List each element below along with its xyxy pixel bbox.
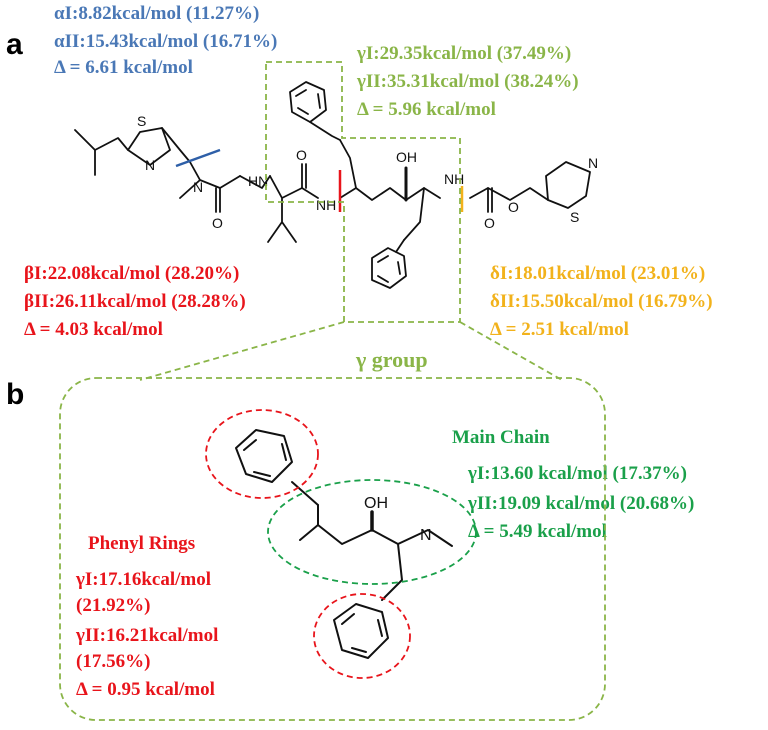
- beta-label-ii: βII:26.11kcal/mol (28.28%): [24, 291, 246, 312]
- atom-n-urea: N: [193, 179, 203, 195]
- b-main-chain: [299, 504, 453, 547]
- atom-n-thiazole-right: N: [588, 155, 598, 171]
- lower-phenyl-highlight: [313, 593, 411, 679]
- b-upper-phenyl-ring: [235, 429, 293, 483]
- phenyl-rings-label-i: γI:17.16kcal/mol: [76, 569, 212, 590]
- beta-label-delta: Δ = 4.03 kcal/mol: [24, 319, 163, 340]
- b-atom-oh: OH: [364, 495, 388, 512]
- valine-bonds: [267, 163, 307, 243]
- atom-nh-carbamate: NH: [444, 171, 464, 187]
- alpha-cut-marker: [175, 148, 221, 168]
- delta-label-i: δI:18.01kcal/mol (23.01%): [490, 263, 706, 284]
- gamma-label-ii: γII:35.31kcal/mol (38.24%): [357, 71, 579, 92]
- panel-b-label: b: [6, 378, 25, 411]
- atom-h-urea: HN: [248, 173, 268, 189]
- atom-nh-valine: NH: [316, 197, 336, 213]
- main-chain-label-i: γI:13.60 kcal/mol (17.37%): [468, 463, 687, 484]
- alpha-label-ii: αII:15.43kcal/mol (16.71%): [54, 31, 278, 52]
- atom-s-thiazole-right: S: [570, 209, 579, 225]
- isopropyl-bond: [74, 129, 129, 176]
- gamma-label-i: γI:29.35kcal/mol (37.49%): [357, 43, 572, 64]
- b-lower-phenyl-ring: [333, 603, 389, 659]
- upper-phenyl-ring: [289, 81, 327, 123]
- main-chain-label-delta: Δ = 5.49 kcal/mol: [468, 521, 607, 542]
- delta-label-ii: δII:15.50kcal/mol (16.79%): [490, 291, 713, 312]
- central-chain: [339, 187, 441, 201]
- gamma-group-box: [59, 377, 606, 721]
- lower-phenyl-ring: [371, 247, 407, 289]
- phenyl-rings-label-delta: Δ = 0.95 kcal/mol: [76, 679, 215, 700]
- atom-o-valine: O: [296, 147, 307, 163]
- atom-n-left: N: [145, 157, 155, 173]
- alpha-label-i: αI:8.82kcal/mol (11.27%): [54, 3, 260, 24]
- atom-o-carbamate: O: [508, 199, 519, 215]
- zoom-line-left: [139, 321, 345, 381]
- beta-label-i: βI:22.08kcal/mol (28.20%): [24, 263, 240, 284]
- atom-oh: OH: [396, 149, 417, 165]
- gamma-label-delta: Δ = 5.96 kcal/mol: [357, 99, 496, 120]
- gamma-group-title: γ group: [356, 347, 428, 372]
- delta-label-delta: Δ = 2.51 kcal/mol: [490, 319, 629, 340]
- phenyl-rings-label-ii: γII:16.21kcal/mol: [76, 625, 219, 646]
- urea-bonds: [179, 161, 241, 213]
- thiazole-right-ring: [545, 161, 591, 209]
- atom-o-carbamate-dbl: O: [484, 215, 495, 231]
- main-chain-title: Main Chain: [452, 427, 550, 448]
- thiazole-left-ring: [127, 127, 171, 166]
- main-chain-label-ii: γII:19.09 kcal/mol (20.68%): [468, 493, 695, 514]
- panel-a-label: a: [6, 28, 23, 61]
- zoom-line-right: [459, 321, 563, 381]
- phenyl-rings-title: Phenyl Rings: [88, 533, 196, 554]
- main-chain-highlight: [267, 479, 477, 585]
- phenyl-rings-label-i-pct: (21.92%): [76, 595, 151, 616]
- alpha-label-delta: Δ = 6.61 kcal/mol: [54, 57, 193, 78]
- b-atom-n: N: [420, 527, 432, 544]
- upper-phenyl-highlight: [205, 409, 319, 499]
- atom-s-left: S: [137, 113, 146, 129]
- atom-o-urea: O: [212, 215, 223, 231]
- phenyl-rings-label-ii-pct: (17.56%): [76, 651, 151, 672]
- carbamate-bonds: [469, 187, 549, 213]
